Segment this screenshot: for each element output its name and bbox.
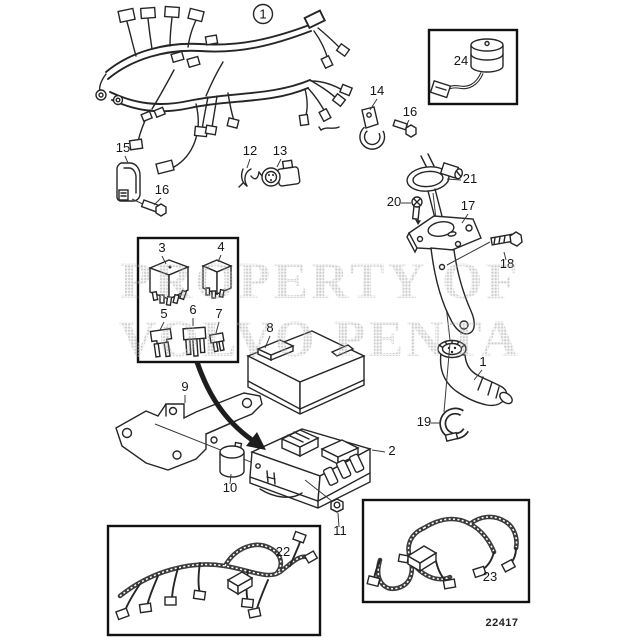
part-17-bracket-illustration (406, 192, 482, 341)
part-4-relay-illustration (201, 259, 233, 299)
callout-13: 13 (273, 143, 287, 158)
leader-line (369, 98, 378, 111)
callout-labels: 24 14 16 15 16 12 13 21 20 17 18 3 4 5 6… (116, 53, 518, 629)
part-6-fuse-illustration (182, 326, 207, 357)
part-21-hose-clamp-illustration (406, 153, 463, 223)
leader-line (215, 321, 220, 334)
callout-1-connector: 1 (479, 354, 486, 369)
leader-line (503, 251, 507, 261)
callout-4: 4 (217, 239, 224, 254)
kit-24-box (427, 28, 519, 106)
leader-line (161, 255, 167, 265)
kit-22-box (106, 524, 322, 637)
leader-line (337, 512, 340, 528)
callout-11: 11 (333, 523, 347, 538)
leader-line (446, 178, 462, 181)
part-10-grommet-illustration (219, 441, 245, 478)
callout-9: 9 (181, 379, 188, 394)
part-8-ecu-cover-illustration (246, 330, 366, 415)
relay-fuse-kit-box (136, 236, 240, 364)
leader-line (159, 321, 165, 331)
callout-2: 2 (388, 443, 395, 458)
leader-line (371, 449, 386, 453)
part-19-clip-illustration (439, 342, 469, 442)
callout-20: 20 (387, 194, 401, 209)
callout-14: 14 (370, 83, 384, 98)
callout-19: 19 (417, 414, 431, 429)
part-15-cover-illustration (116, 162, 148, 207)
leader-line (153, 197, 162, 206)
callout-7: 7 (215, 306, 222, 321)
leader-line (217, 254, 222, 263)
leader-line (246, 158, 251, 169)
part-5-fuse-illustration (149, 327, 173, 358)
callout-16b: 16 (403, 104, 417, 119)
part-14-clamp-illustration (359, 106, 386, 150)
callout-12: 12 (243, 143, 257, 158)
leader-line (229, 473, 232, 485)
part-20-screw-illustration (411, 196, 423, 225)
callout-5: 5 (160, 306, 167, 321)
callout-8: 8 (266, 320, 273, 335)
callout-15: 15 (116, 140, 130, 155)
part-13-connector-illustration (261, 159, 301, 187)
leader-line (461, 213, 469, 224)
callout-10: 10 (223, 480, 237, 495)
callout-1-circled: 1 (252, 3, 274, 25)
part-2-fusebox-illustration (249, 428, 372, 509)
callout-6: 6 (189, 302, 196, 317)
leader-line (473, 369, 483, 381)
part-1-connector-illustration (437, 339, 513, 407)
leader-line (405, 119, 410, 127)
install-arrow (194, 361, 266, 450)
callout-17: 17 (461, 198, 475, 213)
drawing-number: 22417 (485, 617, 518, 629)
callout-16a: 16 (155, 182, 169, 197)
part-18-bolt-illustration (446, 231, 523, 266)
callout-22: 22 (276, 544, 290, 559)
callout-24: 24 (454, 53, 468, 68)
callout-1-label: 1 (259, 7, 266, 22)
leader-line (276, 158, 282, 168)
wiring-harness-main-illustration (95, 5, 354, 175)
leader-line (124, 155, 129, 164)
part-12-clip-illustration (238, 168, 263, 188)
leader-lines (124, 98, 507, 528)
part-11-nut-illustration (330, 498, 344, 513)
part-7-fuse-illustration (208, 332, 225, 353)
kit-23-box (361, 498, 531, 604)
part-16a-bolt-illustration (140, 199, 167, 217)
callout-18: 18 (500, 256, 514, 271)
callout-21: 21 (463, 171, 477, 186)
callout-23: 23 (483, 569, 497, 584)
callout-3: 3 (158, 240, 165, 255)
part-16b-bolt-illustration (392, 119, 417, 138)
leader-line (264, 335, 271, 349)
part-3-relay-illustration (148, 259, 190, 307)
